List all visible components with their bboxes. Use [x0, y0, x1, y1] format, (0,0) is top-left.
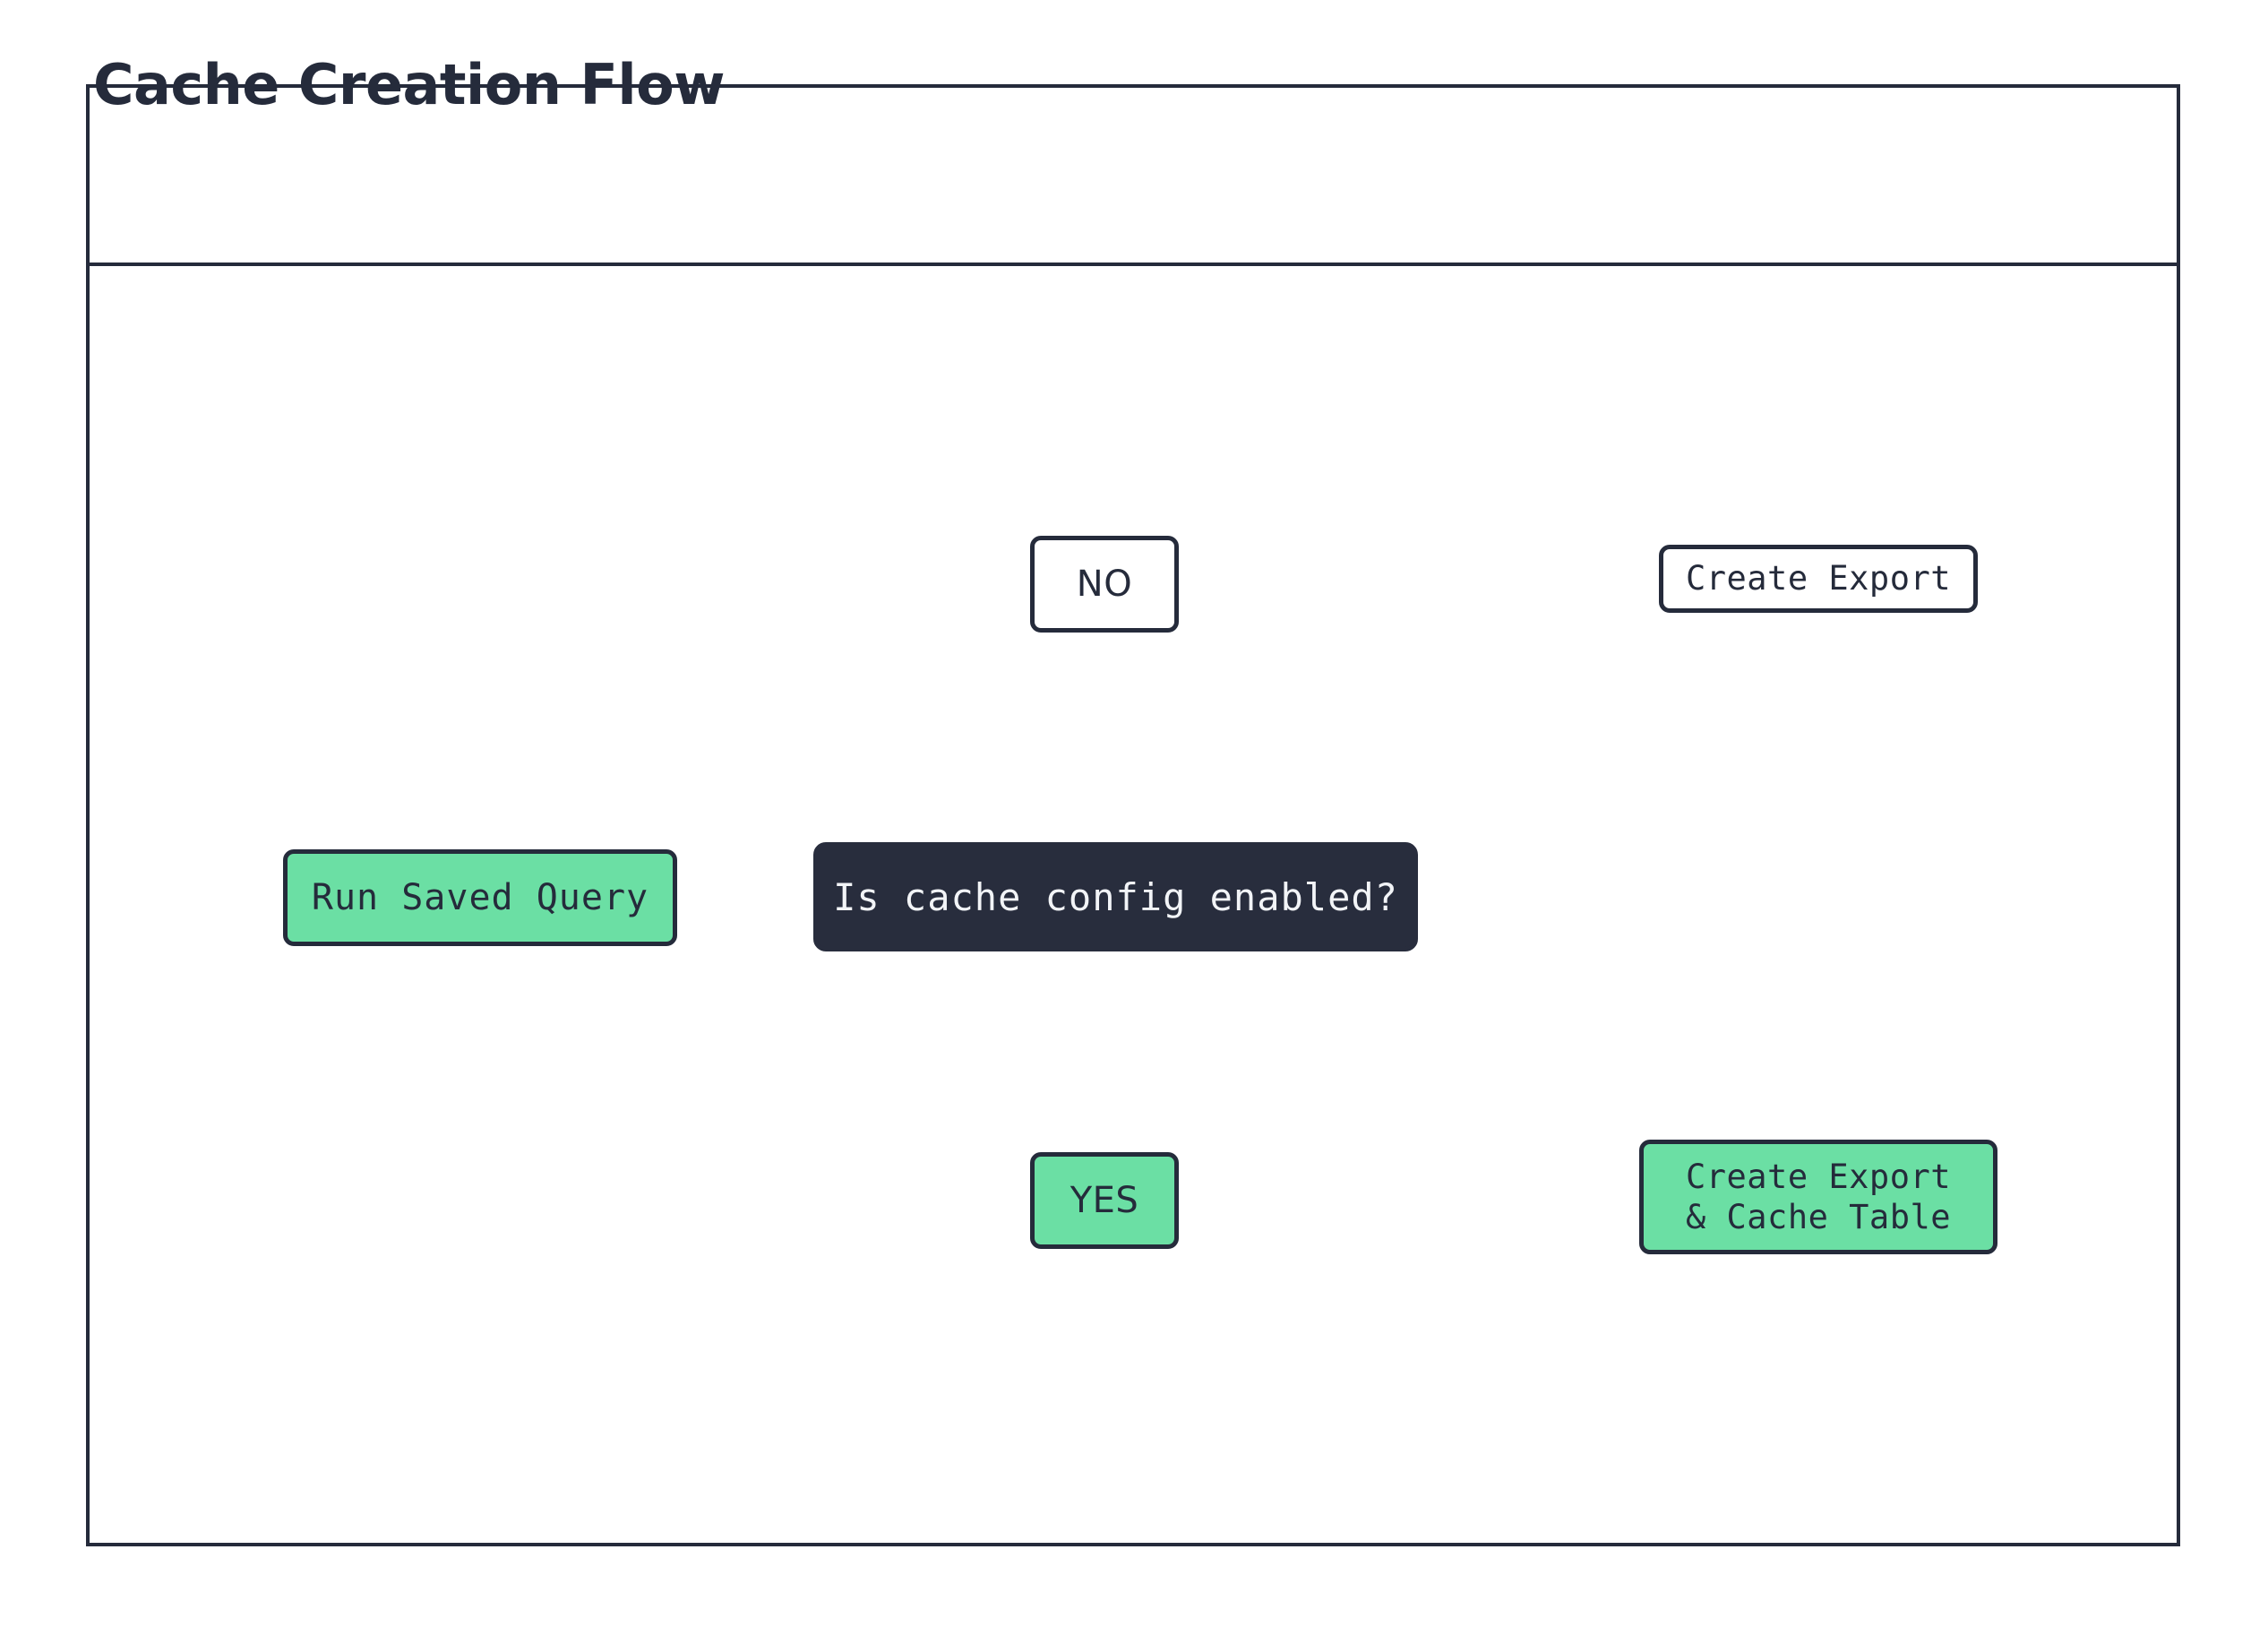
diagram-frame: [86, 84, 2180, 1546]
node-branch-no[interactable]: NO: [1030, 536, 1179, 633]
node-is-cache-config-enabled[interactable]: Is cache config enabled?: [813, 842, 1418, 951]
node-branch-yes[interactable]: YES: [1030, 1152, 1179, 1249]
node-database-bottom-label[interactable]: Create Export & Cache Table: [1639, 1140, 1997, 1254]
title-band: [90, 88, 2177, 266]
node-database-top-label[interactable]: Create Export: [1659, 545, 1978, 613]
node-run-saved-query[interactable]: Run Saved Query: [283, 849, 677, 946]
page-title: Cache Creation Flow: [93, 52, 726, 117]
